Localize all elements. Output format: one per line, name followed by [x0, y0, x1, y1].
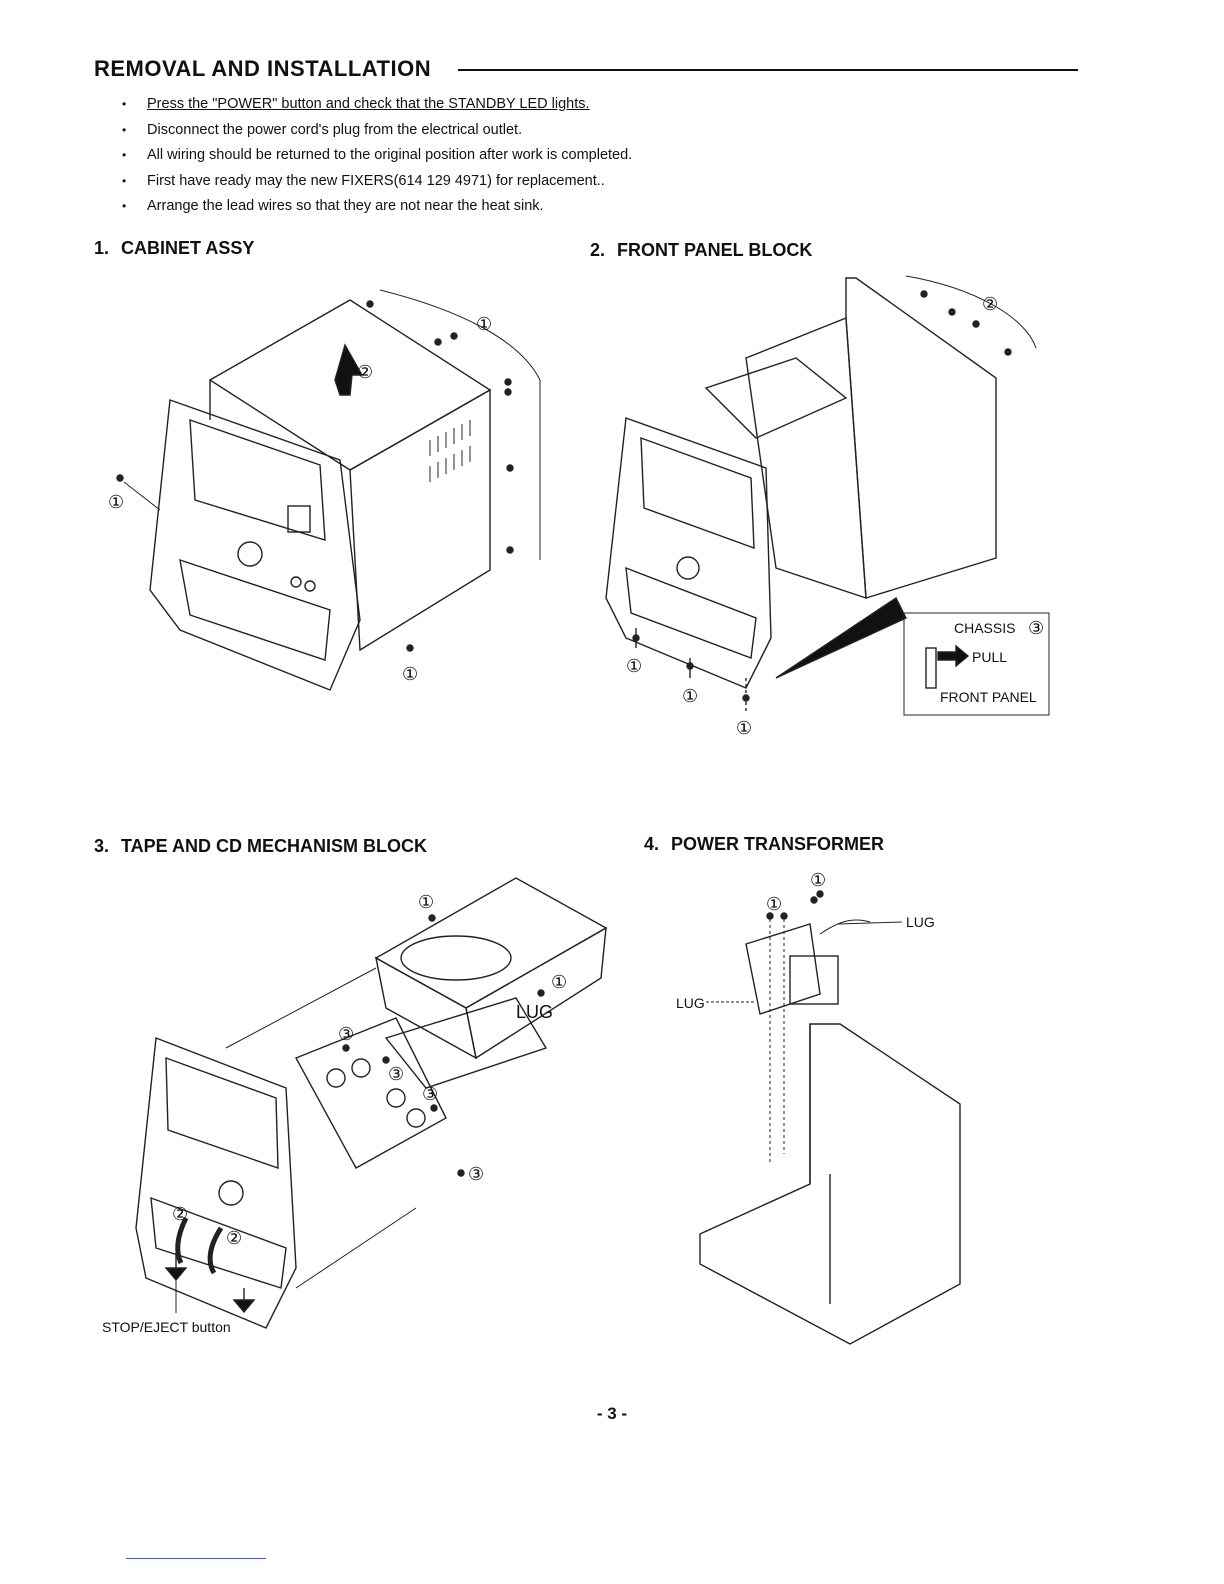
transformer-bracket [745, 923, 821, 1015]
lug-label: LUG [516, 1002, 553, 1022]
list-item: First have ready may the new FIXERS(614 … [122, 169, 632, 195]
cd-mechanism [704, 357, 848, 439]
section-heading-cabinet: 1.CABINET ASSY [94, 238, 255, 258]
lift-arrow [334, 343, 364, 396]
detail-inset [903, 612, 1050, 716]
page-title: REMOVAL AND INSTALLATION [94, 56, 432, 81]
cassette-doors [179, 558, 331, 661]
chassis-label: CHASSIS [954, 620, 1015, 636]
callout-3: ③ [338, 1024, 354, 1044]
callout-2: ② [226, 1228, 242, 1248]
screws [116, 300, 514, 652]
pull-label: PULL [972, 649, 1007, 665]
callout-2: ② [172, 1204, 188, 1224]
cd-mechanism [374, 877, 608, 1009]
tape-mechanism-pcb [295, 1017, 447, 1169]
chassis-inner [745, 316, 867, 599]
callout-3: ③ [422, 1084, 438, 1104]
detail-pointer [775, 596, 907, 679]
callout-1: ① [810, 870, 826, 890]
callout-2: ② [982, 294, 998, 314]
mechanism-bracket [384, 997, 548, 1089]
front-display [189, 418, 326, 541]
eject-arrow [175, 1216, 189, 1265]
callout-3: ③ [468, 1164, 484, 1184]
callout-1: ① [418, 892, 434, 912]
callout-1: ① [736, 718, 752, 738]
list-item: Disconnect the power cord's plug from th… [122, 118, 632, 144]
callout-1: ① [476, 314, 492, 334]
footer-rule [126, 1558, 266, 1559]
screws [342, 914, 545, 1177]
section-heading-front-panel: 2.FRONT PANEL BLOCK [590, 240, 813, 260]
callout-1: ① [766, 894, 782, 914]
front-panel-label: FRONT PANEL [940, 689, 1037, 705]
list-item: Arrange the lead wires so that they are … [122, 194, 632, 220]
power-transformer-diagram: ① ① LUG LUG [676, 870, 961, 1345]
callout-1: ① [626, 656, 642, 676]
cabinet-assy-diagram: ① ② ① ① [108, 289, 541, 691]
list-item: All wiring should be returned to the ori… [122, 143, 632, 169]
eject-arrow [207, 1226, 224, 1275]
callout-1: ① [108, 492, 124, 512]
front-panel [149, 399, 361, 691]
callout-3: ③ [1028, 618, 1044, 638]
transformer-core [789, 955, 839, 1005]
cabinet-vents [429, 420, 471, 482]
front-panel-block-diagram: CHASSIS ③ PULL FRONT PANEL ② ① ① ① [605, 275, 1050, 738]
lug-label: LUG [676, 995, 705, 1011]
screws [766, 890, 824, 920]
precaution-list: Press the "POWER" button and check that … [122, 92, 632, 220]
callout-1: ① [402, 664, 418, 684]
page-number: - 3 - [596, 1404, 628, 1423]
tape-cd-mechanism-diagram: ① ① LUG ③ ③ ③ ③ ② ② STOP/EJECT button [102, 877, 608, 1335]
front-panel [135, 1037, 297, 1329]
list-item: Press the "POWER" button and check that … [122, 92, 632, 118]
section-heading-transformer: 4.POWER TRANSFORMER [644, 834, 885, 854]
chassis [699, 1023, 961, 1345]
front-panel [605, 417, 772, 689]
lug-label: LUG [906, 914, 935, 930]
title-rule [458, 69, 1078, 71]
callout-2: ② [357, 362, 373, 382]
section-heading-mechanism: 3.TAPE AND CD MECHANISM BLOCK [94, 836, 428, 856]
callout-3: ③ [388, 1064, 404, 1084]
screws [632, 290, 1012, 702]
pull-arrow [937, 644, 970, 668]
cabinet-side [349, 388, 491, 652]
stop-eject-label: STOP/EJECT button [102, 1319, 231, 1335]
callout-1: ① [682, 686, 698, 706]
callout-1: ① [551, 972, 567, 992]
